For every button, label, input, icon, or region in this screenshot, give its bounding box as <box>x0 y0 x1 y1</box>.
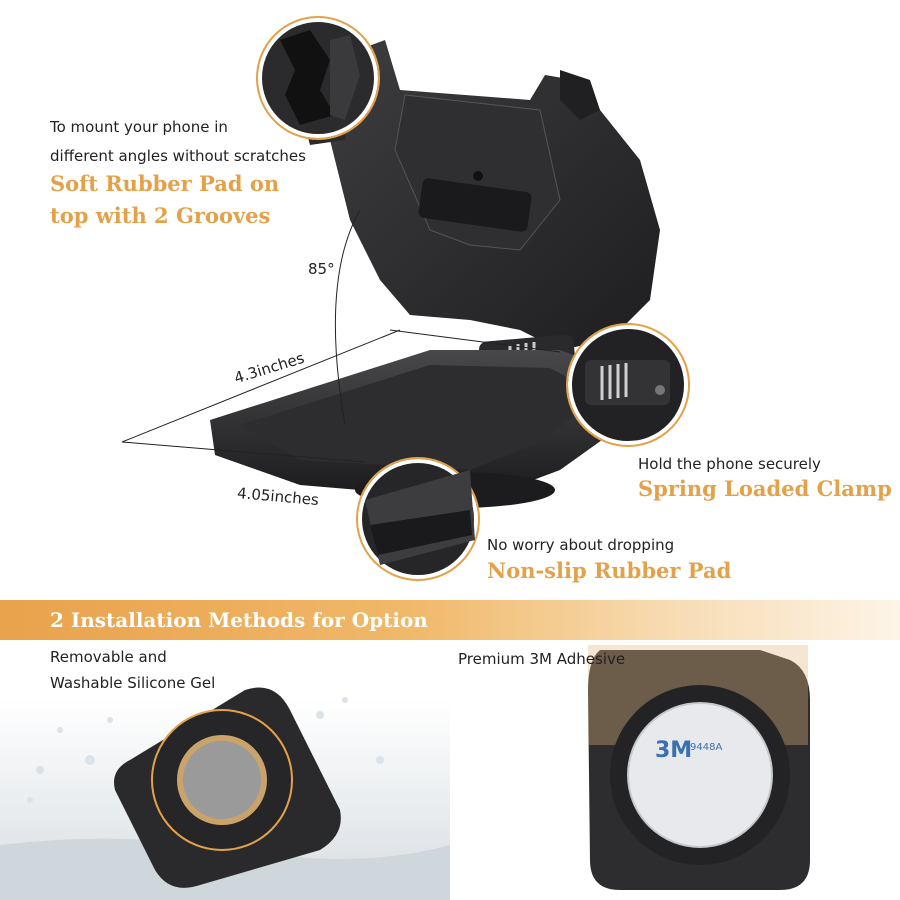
base-pad-note: No worry about dropping <box>487 536 675 554</box>
method1-line1: Removable and <box>50 648 167 666</box>
install-banner <box>0 600 900 640</box>
zoom-circle-clamp <box>566 323 690 447</box>
grooves-title: Soft Rubber Pad on top with 2 Grooves <box>50 168 279 232</box>
zoom-circle-grooves <box>256 16 380 140</box>
clamp-title: Spring Loaded Clamp <box>638 476 892 501</box>
method2-label: Premium 3M Adhesive <box>458 650 626 668</box>
angle-label: 85° <box>308 260 335 278</box>
adhesive-photo <box>588 645 810 890</box>
zoom-circle-base-pad <box>356 457 480 581</box>
method1-label: Removable and Washable Silicone Gel <box>50 644 215 696</box>
dimension-lines <box>121 209 561 463</box>
grooves-title-line2: top with 2 Grooves <box>50 203 271 228</box>
tape-code: 9448A <box>690 742 723 753</box>
tape-brand: 3M <box>655 738 693 763</box>
base-pad-title: Non-slip Rubber Pad <box>487 558 732 583</box>
grooves-note-line2: different angles without scratches <box>50 147 306 165</box>
clamp-note: Hold the phone securely <box>638 455 821 473</box>
method1-line2: Washable Silicone Gel <box>50 674 216 692</box>
grooves-note: To mount your phone in different angles … <box>50 113 306 171</box>
grooves-title-line1: Soft Rubber Pad on <box>50 171 280 196</box>
silicone-gel-photo <box>0 687 450 900</box>
grooves-note-line1: To mount your phone in <box>50 118 228 136</box>
holder-frame <box>295 30 660 350</box>
install-banner-title: 2 Installation Methods for Option <box>50 608 428 632</box>
